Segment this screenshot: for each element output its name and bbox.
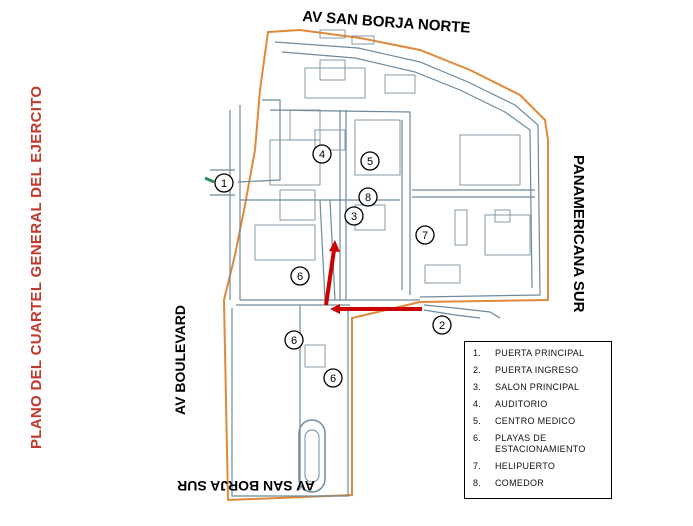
marker-label: 6	[297, 271, 303, 283]
legend-text: PLAYAS DE ESTACIONAMIENTO	[495, 433, 586, 454]
legend-item: 7. HELIPUERTO	[473, 461, 607, 472]
marker-circle	[214, 173, 234, 193]
street-label-east: PANAMERICANA SUR	[570, 155, 587, 313]
legend-text: PUERTA PRINCIPAL	[495, 348, 585, 358]
legend-text: AUDITORIO	[495, 399, 548, 409]
marker-circle	[312, 144, 332, 164]
legend-item: 8. COMEDOR	[473, 478, 607, 489]
legend-item: 3. SALON PRINCIPAL	[473, 382, 607, 393]
racetrack-inner	[304, 429, 320, 483]
legend: 1. PUERTA PRINCIPAL 2. PUERTA INGRESO 3. SA…	[464, 341, 612, 499]
legend-number: 2.	[473, 365, 482, 375]
legend-item: 5. CENTRO MEDICO	[473, 416, 607, 427]
marker-label: 3	[351, 211, 357, 223]
legend-item: 4. AUDITORIO	[473, 399, 607, 410]
legend-text: PUERTA INGRESO	[495, 365, 579, 375]
street-label-west: AV BOULEVARD	[172, 305, 188, 415]
legend-text: CENTRO MEDICO	[495, 416, 576, 426]
marker-label: 6	[291, 335, 297, 347]
gate-arrow-icon	[204, 176, 215, 184]
marker-circle	[323, 368, 343, 388]
marker-circle	[344, 206, 364, 226]
legend-text: SALON PRINCIPAL	[495, 382, 580, 392]
legend-number: 1.	[473, 348, 482, 358]
legend-number: 8.	[473, 478, 482, 488]
legend-item: 1. PUERTA PRINCIPAL	[473, 348, 607, 359]
legend-number: 6.	[473, 433, 482, 443]
marker-label: 5	[367, 156, 373, 168]
legend-number: 3.	[473, 382, 482, 392]
location-markers: 1 2 3 4 5 6 6 6 7 8	[214, 144, 452, 388]
racetrack	[298, 419, 326, 493]
street-label-south: AV SAN BORJA SUR	[177, 478, 315, 494]
buildings	[254, 29, 531, 368]
marker-circle	[360, 151, 380, 171]
marker-label: 2	[439, 320, 445, 332]
marker-label: 6	[330, 373, 336, 385]
marker-circle	[358, 187, 378, 207]
marker-circle	[284, 330, 304, 350]
legend-item: 6. PLAYAS DE ESTACIONAMIENTO	[473, 433, 607, 455]
marker-label: 1	[221, 178, 227, 190]
marker-label: 7	[422, 230, 428, 242]
legend-number: 4.	[473, 399, 482, 409]
marker-circle	[432, 315, 452, 335]
marker-label: 4	[319, 149, 325, 161]
route-arrows	[324, 240, 422, 314]
legend-number: 7.	[473, 461, 482, 471]
marker-circle	[290, 266, 310, 286]
marker-label: 8	[365, 192, 371, 204]
legend-item: 2. PUERTA INGRESO	[473, 365, 607, 376]
legend-number: 5.	[473, 416, 482, 426]
legend-text: HELIPUERTO	[495, 461, 556, 471]
marker-circle	[415, 225, 435, 245]
perimeter-wall	[222, 28, 549, 502]
legend-text: COMEDOR	[495, 478, 545, 488]
map-title: PLANO DEL CUARTEL GENERAL DEL EJERCITO	[28, 85, 45, 449]
